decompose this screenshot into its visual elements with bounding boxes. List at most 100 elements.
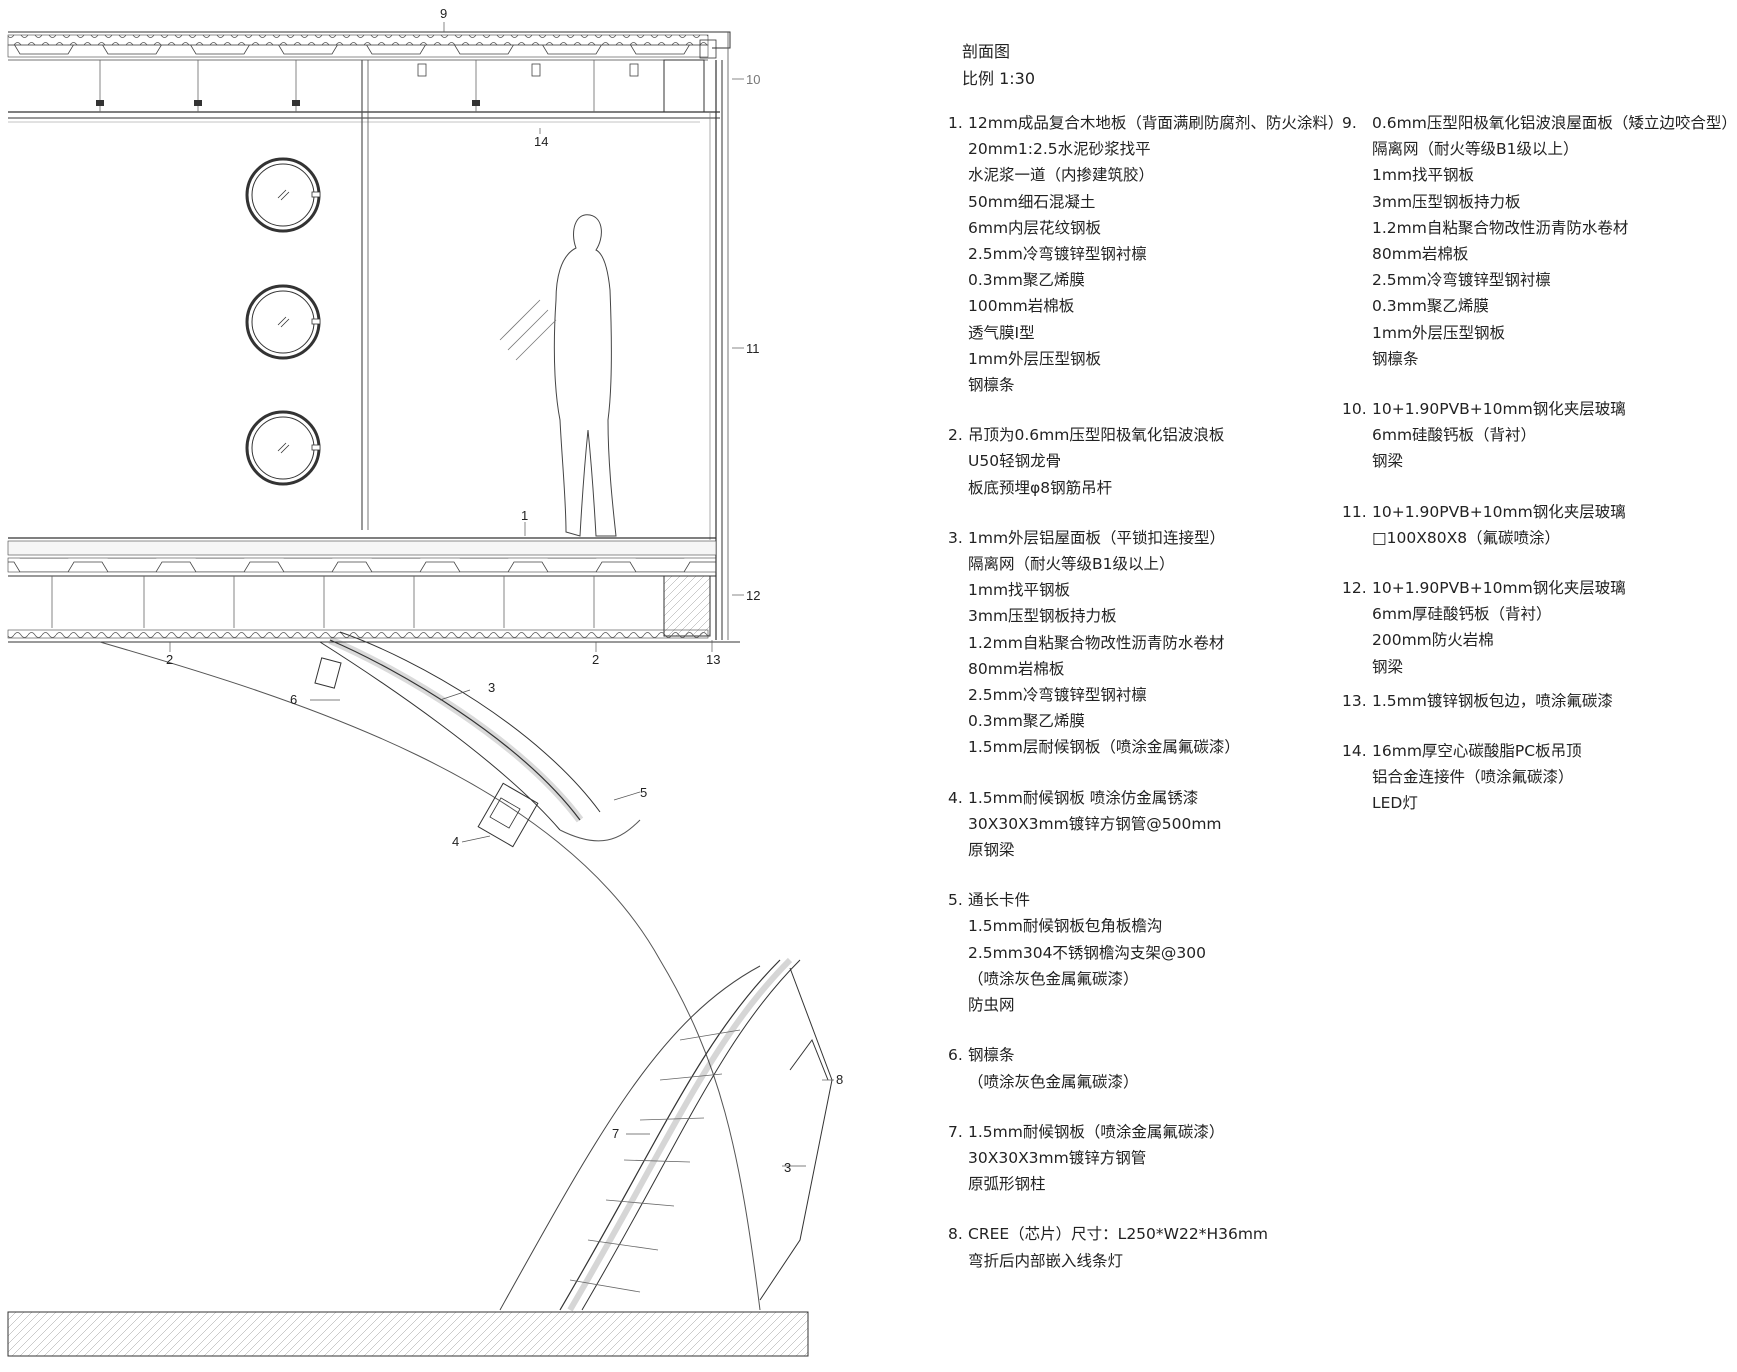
legend-item-line: 6mm厚硅酸钙板（背衬） xyxy=(1372,605,1552,624)
legend-item-line: （喷涂灰色金属氟碳漆） xyxy=(968,1072,1139,1091)
legend-item-line: 100mm岩棉板 xyxy=(968,297,1075,316)
legend-item-line: 1mm外层压型钢板 xyxy=(1372,323,1506,342)
legend-item-line: 吊顶为0.6mm压型阳极氧化铝波浪板 xyxy=(968,426,1225,445)
callout-6: 6 xyxy=(290,692,297,707)
roof-assembly xyxy=(7,31,731,61)
callout-12: 12 xyxy=(746,588,760,603)
legend-item-line: 0.3mm聚乙烯膜 xyxy=(968,712,1085,731)
legend-item-line: 1.5mm耐候钢板（喷涂金属氟碳漆） xyxy=(968,1122,1225,1141)
legend-item-number: 9. xyxy=(1342,114,1357,132)
legend-item-number: 1. xyxy=(948,114,963,132)
legend-item-number: 14. xyxy=(1342,742,1367,761)
legend-item-line: 透气膜I型 xyxy=(968,323,1035,342)
legend-item: 1. 12mm成品复合木地板（背面满刷防腐剂、防火涂料） 20mm1:2.5水泥砂浆… xyxy=(948,110,1344,398)
legend-right-column: 9. 0.6mm压型阳极氧化铝波浪屋面板（矮立边咬合型） 隔离网（耐火等级B1级以上… xyxy=(1342,110,1737,817)
legend-item-line: 钢梁 xyxy=(1372,657,1404,676)
legend-item-number: 7. xyxy=(948,1122,963,1141)
section-drawing: 9 10 14 11 1 12 2 2 13 6 3 5 4 7 3 8 xyxy=(7,6,843,1357)
legend-item-line: 隔离网（耐火等级B1级以上） xyxy=(968,555,1175,574)
curved-shell xyxy=(99,631,761,1311)
legend-item-line: 板底预埋φ8钢筋吊杆 xyxy=(968,478,1113,497)
ceiling-zone xyxy=(8,59,720,530)
callout-3a: 3 xyxy=(488,680,495,695)
callout-9: 9 xyxy=(440,6,447,21)
legend-item-line: 水泥浆一道（内掺建筑胶） xyxy=(968,166,1155,185)
callout-8: 8 xyxy=(836,1072,843,1087)
legend-item-number: 8. xyxy=(948,1225,963,1244)
legend-item: 9. 0.6mm压型阳极氧化铝波浪屋面板（矮立边咬合型） 隔离网（耐火等级B1级以上… xyxy=(1342,110,1737,372)
leader-lines xyxy=(169,22,834,1167)
floor-assembly xyxy=(7,537,740,643)
callout-7: 7 xyxy=(612,1126,619,1141)
legend-item-line: 80mm岩棉板 xyxy=(968,659,1065,678)
legend-item: 11. 10+1.90PVB+10mm钢化夹层玻璃 □100X80X8（氟碳喷涂） xyxy=(1342,499,1692,551)
callout-11: 11 xyxy=(746,341,760,356)
legend-item-line: 1.5mm镀锌钢板包边，喷涂氟碳漆 xyxy=(1372,691,1613,710)
legend-item-line: 80mm岩棉板 xyxy=(1372,245,1469,264)
legend-item-line: 12mm成品复合木地板（背面满刷防腐剂、防火涂料） xyxy=(968,114,1344,132)
legend-item-line: 防虫网 xyxy=(968,996,1015,1015)
callout-13: 13 xyxy=(706,652,720,667)
callout-2b: 2 xyxy=(592,652,599,667)
legend-item: 3.1mm外层铝屋面板（平锁扣连接型）隔离网（耐火等级B1级以上）1mm找平钢板… xyxy=(948,525,1308,761)
legend-item-number: 4. xyxy=(948,788,963,807)
legend-item-line: 10+1.90PVB+10mm钢化夹层玻璃 xyxy=(1372,400,1626,419)
legend-item-line: 铝合金连接件（喷涂氟碳漆） xyxy=(1372,768,1574,787)
legend-item-number: 11. xyxy=(1342,502,1367,521)
legend-item-line: 钢檩条 xyxy=(968,1046,1015,1065)
callout-4: 4 xyxy=(452,834,459,849)
legend-item-line: 200mm防火岩棉 xyxy=(1372,631,1494,650)
legend-item-line: 20mm1:2.5水泥砂浆找平 xyxy=(968,140,1151,159)
legend-item-line: 原弧形钢柱 xyxy=(968,1175,1046,1194)
legend-item-line: 1mm外层压型钢板 xyxy=(968,349,1102,368)
legend-item-line: 0.3mm聚乙烯膜 xyxy=(968,271,1085,290)
legend-item-line: 50mm细石混凝土 xyxy=(968,192,1096,211)
legend-item-number: 13. xyxy=(1342,691,1367,710)
callout-10: 10 xyxy=(746,72,760,87)
callout-labels: 9 10 14 11 1 12 2 2 13 6 3 5 4 7 3 8 xyxy=(166,6,843,1175)
legend-item-line: 钢梁 xyxy=(1372,452,1404,471)
legend-item-line: 1.5mm耐候钢板包角板檐沟 xyxy=(968,917,1163,936)
legend-item-number: 2. xyxy=(948,426,963,445)
legend-item: 4. 1.5mm耐候钢板 喷涂仿金属锈漆 30X30X3mm镀锌方钢管@500mm 原… xyxy=(948,785,1308,864)
legend-item-line: 3mm压型钢板持力板 xyxy=(968,607,1117,626)
legend-left-column: 1. 12mm成品复合木地板（背面满刷防腐剂、防火涂料） 20mm1:2.5水泥砂浆… xyxy=(948,110,1344,1274)
legend-item-line: U50轻钢龙骨 xyxy=(968,452,1062,471)
legend-item-line: LED灯 xyxy=(1372,794,1418,813)
curved-column xyxy=(499,957,833,1312)
legend-item-line: 1.5mm层耐候钢板（喷涂金属氟碳漆） xyxy=(968,738,1240,757)
legend-item: 2. 吊顶为0.6mm压型阳极氧化铝波浪板 U50轻钢龙骨板底预埋φ8钢筋吊杆 xyxy=(948,422,1308,501)
legend-item-line: 30X30X3mm镀锌方钢管@500mm xyxy=(968,814,1222,833)
legend-item-line: 原钢梁 xyxy=(968,841,1015,860)
legend-item-line: 0.6mm压型阳极氧化铝波浪屋面板（矮立边咬合型） xyxy=(1372,114,1737,132)
legend-item: 7. 1.5mm耐候钢板（喷涂金属氟碳漆） 30X30X3mm镀锌方钢管原弧形钢柱 xyxy=(948,1119,1308,1198)
legend-item-line: 10+1.90PVB+10mm钢化夹层玻璃 xyxy=(1372,502,1626,521)
legend-item-line: 6mm内层花纹钢板 xyxy=(968,218,1102,237)
legend-item-number: 3. xyxy=(948,528,963,547)
legend-item-line: 30X30X3mm镀锌方钢管 xyxy=(968,1148,1147,1167)
legend-item-line: □100X80X8（氟碳喷涂） xyxy=(1372,528,1561,547)
legend-item-line: 16mm厚空心碳酸脂PC板吊顶 xyxy=(1372,742,1582,761)
legend-item-line: 0.3mm聚乙烯膜 xyxy=(1372,297,1489,316)
legend-item-line: 3mm压型钢板持力板 xyxy=(1372,192,1521,211)
legend-item-line: 弯折后内部嵌入线条灯 xyxy=(968,1251,1124,1270)
legend-item-line: 1.5mm耐候钢板 喷涂仿金属锈漆 xyxy=(968,788,1199,807)
legend-item-line: 隔离网（耐火等级B1级以上） xyxy=(1372,140,1579,159)
legend-item-line: 1mm外层铝屋面板（平锁扣连接型） xyxy=(968,528,1226,547)
legend-item-line: 6mm硅酸钙板（背衬） xyxy=(1372,426,1537,445)
legend-item-line: 1mm找平钢板 xyxy=(1372,166,1475,185)
callout-1: 1 xyxy=(521,508,528,523)
legend-item-line: 2.5mm冷弯镀锌型钢衬檩 xyxy=(968,245,1147,264)
human-figure xyxy=(499,214,617,537)
legend-item: 14. 16mm厚空心碳酸脂PC板吊顶铝合金连接件（喷涂氟碳漆） LED灯 xyxy=(1342,738,1692,817)
legend-item-line: 2.5mm冷弯镀锌型钢衬檩 xyxy=(968,686,1147,705)
legend-item-line: 通长卡件 xyxy=(968,891,1031,910)
callout-5: 5 xyxy=(640,785,647,800)
drawing-title: 剖面图 xyxy=(962,42,1011,61)
ground-slab xyxy=(7,1311,809,1357)
legend-item-line: 钢檩条 xyxy=(1372,349,1419,368)
legend-item-line: 钢檩条 xyxy=(968,376,1015,395)
